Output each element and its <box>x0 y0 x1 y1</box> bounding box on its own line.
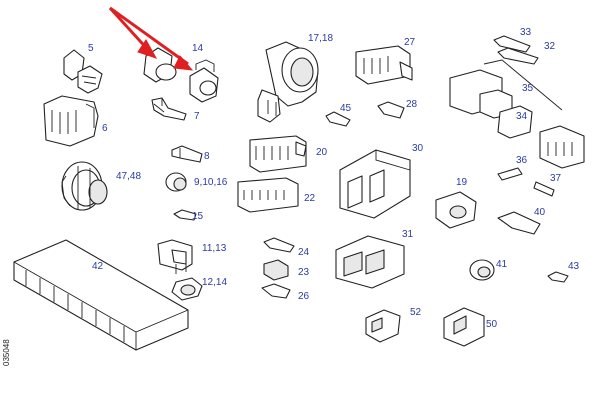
label-52: 52 <box>410 307 422 318</box>
label-28: 28 <box>406 99 418 110</box>
label-47-48: 47,48 <box>116 171 142 182</box>
part-30-housing <box>339 149 411 219</box>
part-37-pin <box>533 181 555 197</box>
label-27: 27 <box>404 37 416 48</box>
label-36: 36 <box>516 155 528 166</box>
part-19-connector <box>435 191 477 229</box>
label-40: 40 <box>534 207 546 218</box>
label-22: 22 <box>304 193 316 204</box>
label-50: 50 <box>486 319 498 330</box>
part-11-13-bracket <box>157 239 193 274</box>
label-32: 32 <box>544 41 556 52</box>
part-8-terminal <box>171 145 203 163</box>
part-17-18-elbow-connector <box>257 41 319 123</box>
label-42: 42 <box>92 261 104 272</box>
part-32-33-terminals <box>493 35 539 65</box>
drawing-code: 035048 <box>2 339 11 366</box>
part-41-grommet <box>469 259 495 281</box>
part-50-connector <box>443 307 485 347</box>
label-45: 45 <box>340 103 352 114</box>
part-22-connector <box>237 177 299 213</box>
label-7: 7 <box>194 111 200 122</box>
part-26-terminal <box>261 283 291 299</box>
label-17-18: 17,18 <box>308 33 334 44</box>
label-6: 6 <box>102 123 108 134</box>
label-12-14: 12,14 <box>202 277 228 288</box>
part-20-connector-block <box>249 135 307 173</box>
part-42-terminal-strip <box>13 239 189 351</box>
part-28-terminal <box>377 101 405 119</box>
part-31-housing <box>335 235 405 289</box>
label-23: 23 <box>298 267 310 278</box>
part-34-35-housing <box>449 59 585 169</box>
label-41: 41 <box>496 259 508 270</box>
label-9-10-16: 9,10,16 <box>194 177 228 188</box>
label-15: 15 <box>192 211 204 222</box>
part-14-connector-pair <box>143 47 219 103</box>
label-37: 37 <box>550 173 562 184</box>
part-5-plug <box>63 49 103 94</box>
part-23-block <box>263 259 289 281</box>
part-24-terminal <box>263 237 295 253</box>
red-arrows <box>108 6 194 71</box>
part-9-10-16-seal <box>165 172 187 192</box>
part-52-connector <box>365 309 401 343</box>
label-14: 14 <box>192 43 204 54</box>
label-24: 24 <box>298 247 310 258</box>
label-31: 31 <box>402 229 414 240</box>
part-15-terminal <box>173 209 197 221</box>
part-27-connector <box>355 45 413 85</box>
part-45-terminal <box>325 111 351 127</box>
label-8: 8 <box>204 151 210 162</box>
part-7-terminal <box>151 97 187 121</box>
label-19: 19 <box>456 177 468 188</box>
label-33: 33 <box>520 27 532 38</box>
label-26: 26 <box>298 291 310 302</box>
label-11-13: 11,13 <box>202 243 227 254</box>
part-36-pin <box>497 167 523 181</box>
part-12-14-grommet <box>171 277 203 301</box>
label-5: 5 <box>88 43 94 54</box>
label-35: 35 <box>522 83 534 94</box>
label-30: 30 <box>412 143 424 154</box>
part-40-terminal <box>497 211 541 235</box>
label-43: 43 <box>568 261 580 272</box>
part-47-48-round-connector <box>61 161 108 211</box>
label-34: 34 <box>516 111 528 122</box>
part-43-terminal <box>547 271 569 283</box>
part-6-housing <box>43 95 99 147</box>
label-20: 20 <box>316 147 328 158</box>
